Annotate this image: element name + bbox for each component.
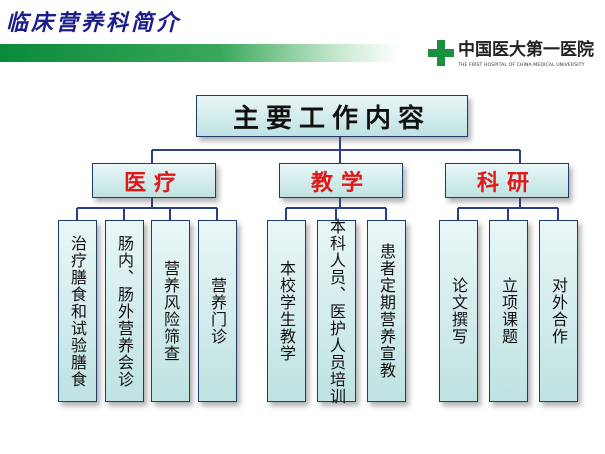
leaf-label: 立项课题 [499, 277, 518, 345]
leaf-label: 肠内、肠外营养会诊 [115, 234, 134, 388]
logo-text: 中国医大第一医院 [458, 40, 594, 60]
leaf-label: 营养门诊 [208, 277, 227, 345]
root-box: 主要工作内容 [196, 95, 468, 137]
leaf-label: 治疗膳食和试验膳食 [68, 234, 87, 388]
leaf-label: 论文撰写 [449, 277, 468, 345]
leaf-box-teaching-2: 本科人员、医护人员培训 [317, 217, 356, 405]
leaf-box-research-3: 对外合作 [539, 220, 578, 402]
leaf-box-research-1: 论文撰写 [439, 220, 478, 402]
category-box-teaching: 教学 [279, 163, 403, 198]
leaf-box-medical-1: 治疗膳食和试验膳食 [58, 220, 97, 402]
leaf-box-medical-2: 肠内、肠外营养会诊 [105, 220, 144, 402]
logo-subtitle: THE FIRST HOSPITAL OF CHINA MEDICAL UNIV… [458, 63, 585, 68]
page-title: 临床营养科简介 [6, 10, 182, 36]
leaf-label: 营养风险筛查 [161, 260, 180, 362]
leaf-box-teaching-1: 本校学生教学 [267, 220, 306, 402]
leaf-label: 本校学生教学 [277, 260, 296, 362]
leaf-box-medical-3: 营养风险筛查 [151, 220, 190, 402]
category-box-research: 科研 [445, 163, 569, 198]
hospital-logo: 中国医大第一医院 THE FIRST HOSPITAL OF CHINA MED… [428, 38, 598, 78]
leaf-box-research-2: 立项课题 [489, 220, 528, 402]
leaf-box-teaching-3: 患者定期营养宣教 [367, 220, 406, 402]
medical-cross-icon [428, 40, 454, 66]
leaf-label: 患者定期营养宣教 [377, 243, 396, 379]
header-accent-bar [0, 44, 400, 62]
category-box-medical: 医疗 [92, 163, 216, 198]
leaf-label: 对外合作 [549, 277, 568, 345]
leaf-label: 本科人员、医护人员培训 [327, 217, 346, 405]
leaf-box-medical-4: 营养门诊 [198, 220, 237, 402]
